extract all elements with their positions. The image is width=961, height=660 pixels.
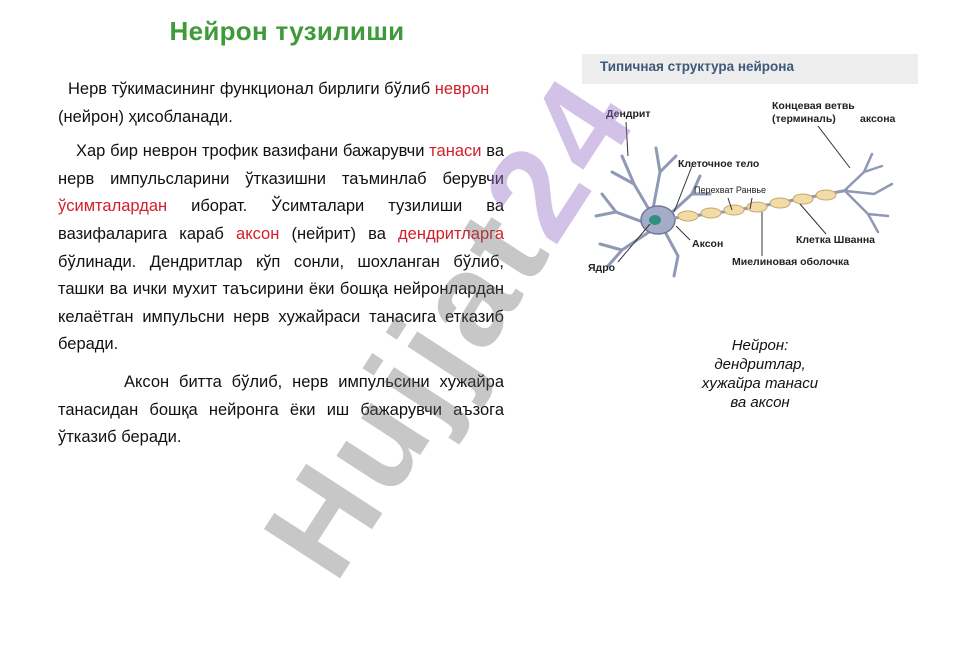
figure-caption: Нейрон: дендритлар, хужайра танаси ва ак… [672,336,848,412]
text-run: (нейрит) ва [279,224,399,243]
text-run: Нерв тўкимасининг функционал бирлиги бўл… [68,80,435,98]
neuron-diagram: Типичная структура нейрона [582,44,918,284]
highlight-term: аксон [236,224,280,243]
slide-title: Нейрон тузилиши [169,16,405,46]
highlight-term: дендритларга [398,224,504,243]
myelin-sheath [677,189,837,222]
text-run: (нейрон) ҳисобланади. [58,107,233,126]
caption-line: дендритлар, [714,356,806,373]
label-ranvier: Перехват Ранвье [694,185,767,195]
label-schwann: Клетка Шванна [796,234,876,246]
neuron-illustration [594,121,894,278]
text-run: иборат. Ўсимталари тузилиши ва вазифалар… [58,197,504,243]
nucleus [649,215,661,225]
caption-line: Нейрон: [731,337,789,354]
label-myelin: Миелиновая оболочка [732,256,850,268]
highlight-term: неврон [434,80,490,98]
text-run: Хар бир неврон трофик вазифани бажарувчи [76,142,430,161]
text-run: бўлинади. Дендритлар кўп сонли, шохланга… [58,252,504,354]
label-axon-top: аксона [860,113,896,125]
paragraph-1: Нерв тўкимасининг функционал бирлиги бўл… [58,76,504,131]
label-nucleus: Ядро [588,262,616,274]
highlight-term: ўсимталардан [58,197,168,216]
paragraph-3: Аксон битта бўлиб, нерв импульсини хужай… [58,372,504,447]
label-dendrite: Дендрит [606,108,651,120]
diagram-title: Типичная структура нейрона [600,59,794,74]
axon-terminals [842,152,894,234]
label-cell-body: Клеточное тело [678,158,760,170]
dendrites [594,146,712,278]
paragraph-2: Хар бир неврон трофик вазифани бажарувчи… [58,138,504,359]
caption-line: хужайра танаси [701,375,819,392]
body-text: Нерв тўкимасининг функционал бирлиги бўл… [58,76,504,459]
label-terminal-1: Концевая ветвь [772,100,855,112]
diagram-header [582,54,918,84]
text-run: ва нерв импульсларини ўтказишни таъминла… [58,142,504,188]
label-axon: Аксон [692,238,724,250]
highlight-term: танаси [429,142,482,161]
leader-lines [617,121,851,263]
label-terminal-2: (терминаль) [772,113,836,125]
caption-line: ва аксон [730,394,790,411]
